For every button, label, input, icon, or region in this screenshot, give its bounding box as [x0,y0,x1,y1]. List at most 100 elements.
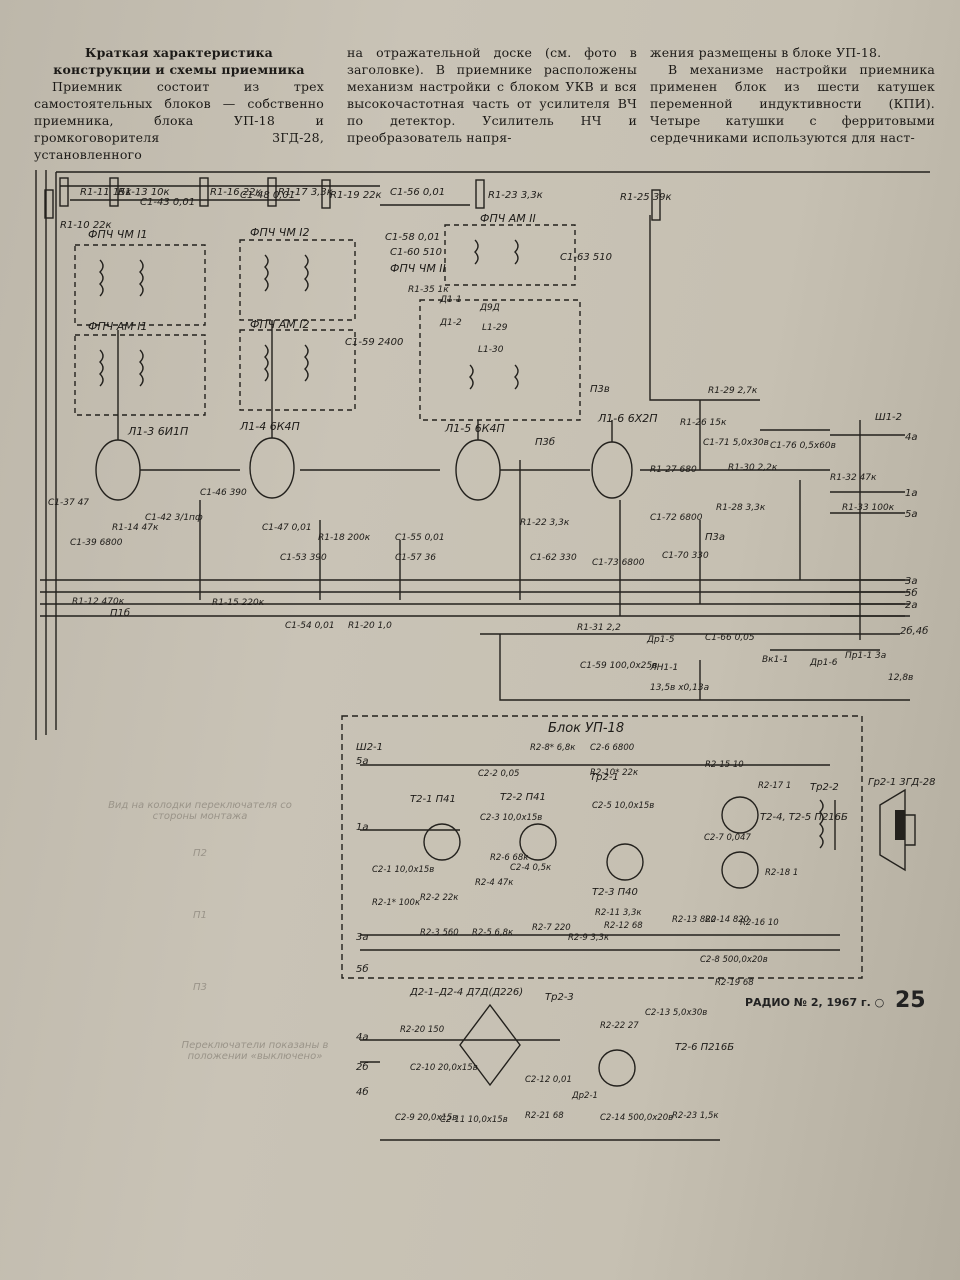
part-label: R1-33 100к [842,503,895,513]
part-label: C1-57 36 [395,553,436,563]
part-label: C1-73 6800 [592,558,645,568]
block-part: R2-14 820 [705,915,749,925]
power-label: C1-66 0,05 [705,633,755,643]
part-label: R1-18 200к [318,533,371,543]
block-part: R2-8* 6,8к [530,743,576,753]
part-label: C1-76 0,5х60в [770,441,836,451]
part-label: R1-20 1,0 [348,621,392,631]
block-part: R2-11 3,3к [595,908,642,918]
block-part: R2-9 3,3к [568,933,610,943]
part-label: C1-71 5,0х30в [703,438,769,448]
filter-label: ФПЧ ЧМ I2 [250,226,310,239]
switch-label: П3а [705,532,725,543]
block-part: R2-16 10 [740,918,779,928]
section-heading: Краткая характеристика конструкции и схе… [53,45,305,77]
block-part: R2-13 820 [672,915,716,925]
label-r1-16: R1-16 22к [210,187,262,198]
block-part: R2-2 22к [420,893,459,903]
bridge-label: Д2-1–Д2-4 Д7Д(Д226) [409,987,523,998]
block-terminal: 1а [356,822,369,833]
block-part: R2-17 1 [758,781,791,791]
block-part: R2-15 10 [705,760,744,770]
label-d1-2: Д1-2 [439,318,462,328]
label-c1-59: C1-59 2400 [345,337,403,348]
label-c1-43: C1-43 0,01 [140,197,195,208]
block-part: C2-2 0,05 [478,769,519,779]
part-label: C1-72 6800 [650,513,703,523]
tube-label-l1-3: Л1-3 6И1П [127,425,188,438]
block-part: C2-12 0,01 [525,1075,572,1085]
terminal-1a: 1а [905,488,918,499]
part-label: R1-14 47к [112,523,159,533]
block-part: R2-7 220 [532,923,571,933]
text-column-3: жения размещены в блоке УП-18. В механиз… [650,44,935,146]
block-part: C2-11 10,0х15в [440,1115,508,1125]
speaker-label: Гр2-1 3ГД-28 [868,777,936,788]
label-r1-11: R1-11 15к [80,187,132,198]
paragraph: на отражательной доске (см. фото в загол… [347,45,637,145]
part-label: C1-39 6800 [70,538,123,548]
block-part: R2-18 1 [765,868,798,878]
part-label: C1-37 47 [48,498,89,508]
tube-label-l1-5: Л1-5 6К4П [444,422,505,435]
block-part: R2-12 68 [604,921,643,931]
terminal-2b4b: 2б,4б [900,625,928,637]
power-label: Вк1-1 [762,655,788,665]
paragraph: Приемник состоит из трех самостоятельных… [34,79,324,162]
part-label: R1-27 680 [650,465,697,475]
block-terminal: 5б [356,963,369,975]
block-terminal: 5а [356,756,369,767]
label-d9d: Д9Д [479,303,500,313]
block-part: R2-1* 100к [372,898,421,908]
label-r1-17: R1-17 3,3к [278,187,333,198]
block-part: R2-21 68 [525,1111,564,1121]
transistor-label: Т2-3 П40 [592,887,638,898]
power-label: ЛН1-1 [649,663,678,673]
label-c1-58: C1-58 0,01 [385,232,440,243]
transistor-label: Т2-4, Т2-5 П216Б [760,812,848,823]
label-r1-19: R1-19 22к [330,190,382,201]
block-terminal: Ш2-1 [356,742,383,753]
label-c1-48: C1-48 0,01 [240,190,295,201]
speaker-icon [895,810,905,840]
transistor-label: Т2-2 П41 [500,792,546,803]
switch-label: П1б [110,607,130,619]
power-label: Пр1-1 3а [845,651,886,661]
tube-label-l1-4: Л1-4 6К4П [239,420,300,433]
faint-note: Переключатели показаны в положении «выкл… [181,1040,329,1062]
terminal-5b: 5б [905,587,918,599]
power-label: 13,5в х0,13а [650,683,709,693]
terminal-2a: 2а [905,600,918,611]
label-r1-10: R1-10 22к [60,220,112,231]
part-label: R1-22 3,3к [520,518,570,528]
label-l1-30: L1-30 [478,345,504,355]
part-label: R1-28 3,3к [716,503,766,513]
faint-note: П1 [193,910,207,921]
block-part: R2-19 68 [715,978,754,988]
block-part: C2-3 10,0х15в [480,813,542,823]
block-part: C2-8 500,0х20в [700,955,768,965]
power-label: C1-59 100,0х25в [580,661,657,671]
part-label: C1-62 330 [530,553,577,563]
text-column-1: Краткая характеристика конструкции и схе… [34,44,324,163]
part-label: C1-47 0,01 [262,523,312,533]
paragraph: В механизме настройки приемника применен… [650,62,935,145]
transistor-label: Т2-6 П216Б [675,1042,734,1053]
part-label: C1-53 390 [280,553,327,563]
filter-label: ФПЧ ЧМ I1 [88,228,148,241]
part-label: R1-15 220к [212,598,265,608]
switch-label: П3в [590,384,610,395]
transformer-label: Тр2-3 [545,992,574,1003]
block-part: R2-22 27 [600,1021,639,1031]
block-part: C2-4 0,5к [510,863,552,873]
faint-note: П3 [193,982,207,993]
block-part: C2-13 5,0х30в [645,1008,707,1018]
page-number: 25 [895,988,926,1013]
part-label: C1-54 0,01 [285,621,335,631]
part-label: R1-30 2,2к [728,463,778,473]
label-c1-63: C1-63 510 [560,252,612,263]
footer-magazine: РАДИО № 2, 1967 г. ○ [745,996,885,1009]
switch-label: П3б [535,436,555,448]
